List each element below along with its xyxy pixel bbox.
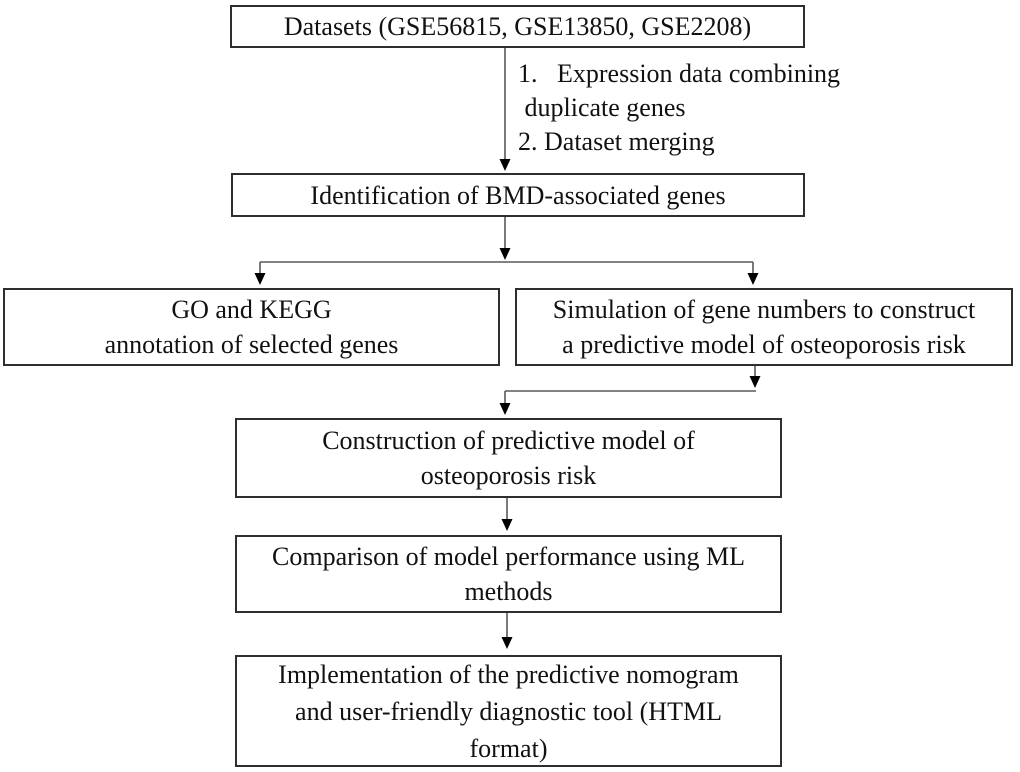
- node-identification: Identification of BMD-associated genes: [231, 173, 805, 217]
- node-comparison: Comparison of model performance using ML…: [235, 535, 782, 613]
- node-construction-label-line-1: Construction of predictive model of: [322, 426, 695, 455]
- node-go-kegg-annotation: GO and KEGG annotation of selected genes: [3, 288, 500, 366]
- node-construction: Construction of predictive model of oste…: [235, 418, 782, 498]
- annotation-line-1: 1. Expression data combining: [518, 59, 841, 88]
- annotation-line-3: 2. Dataset merging: [518, 127, 715, 156]
- node-implementation: Implementation of the predictive nomogra…: [235, 655, 782, 767]
- node-simulation-label-line-1: Simulation of gene numbers to construct: [552, 295, 976, 324]
- node-implementation-label-line-2: and user-friendly diagnostic tool (HTML: [295, 696, 722, 726]
- merge-steps-annotation: 1. Expression data combining duplicate g…: [518, 57, 840, 159]
- node-simulation: Simulation of gene numbers to construct …: [515, 288, 1013, 366]
- node-implementation-label-line-1: Implementation of the predictive nomogra…: [278, 659, 739, 689]
- node-comparison-label-line-1: Comparison of model performance using ML: [272, 542, 745, 571]
- node-comparison-label-line-2: methods: [464, 577, 553, 606]
- node-datasets: Datasets (GSE56815, GSE13850, GSE2208): [230, 5, 805, 48]
- node-implementation-label-line-3: format): [469, 733, 548, 763]
- node-datasets-label: Datasets (GSE56815, GSE13850, GSE2208): [283, 12, 752, 41]
- node-simulation-label-line-2: a predictive model of osteoporosis risk: [562, 330, 966, 359]
- node-construction-label-line-2: osteoporosis risk: [420, 461, 597, 490]
- node-go-kegg-label-line-2: annotation of selected genes: [104, 330, 399, 359]
- node-identification-label: Identification of BMD-associated genes: [310, 180, 726, 210]
- node-go-kegg-label-line-1: GO and KEGG: [171, 295, 332, 324]
- annotation-line-2: duplicate genes: [518, 93, 686, 122]
